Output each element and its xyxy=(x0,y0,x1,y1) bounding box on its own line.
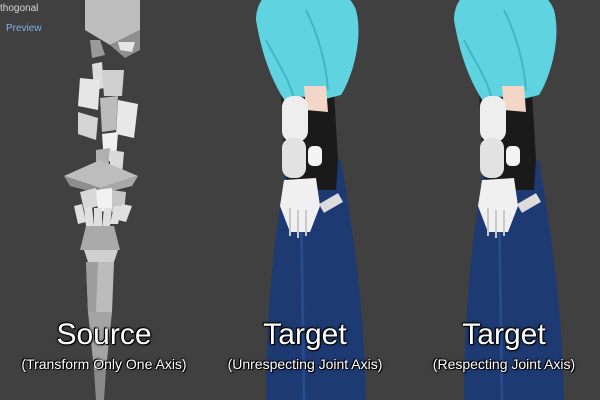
source-subtitle: (Transform Only One Axis) xyxy=(21,356,187,372)
source-title: Source xyxy=(56,318,152,351)
target-unrespecting-title: Target xyxy=(263,318,347,351)
source-bone-mesh xyxy=(64,0,140,400)
target-unrespecting-subtitle: (Unrespecting Joint Axis) xyxy=(227,356,383,372)
projection-label: thogonal xyxy=(0,3,39,14)
target-respecting-subtitle: (Respecting Joint Axis) xyxy=(432,356,576,372)
target-respecting-title: Target xyxy=(462,318,546,351)
preview-label[interactable]: Preview xyxy=(6,23,42,34)
